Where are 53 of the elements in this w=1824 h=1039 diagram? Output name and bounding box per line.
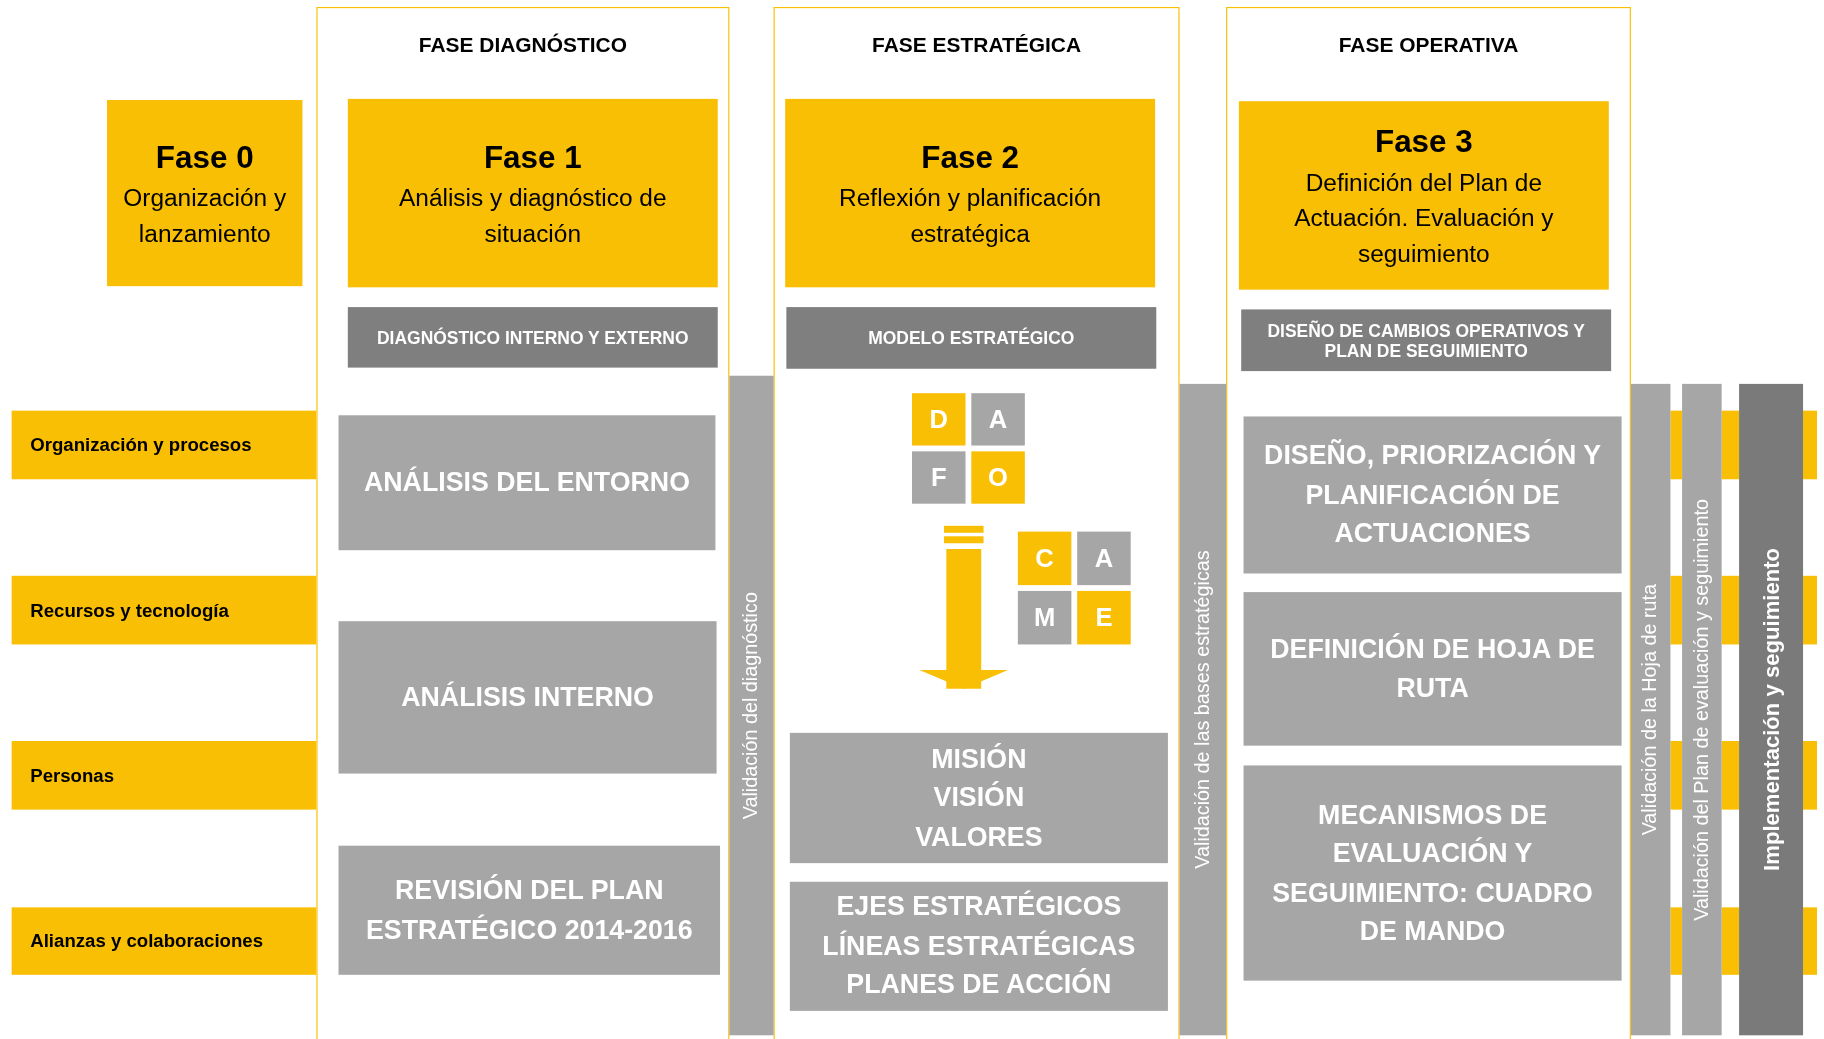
column-heading: FASE DIAGNÓSTICO <box>418 33 627 59</box>
activity-box: ANÁLISIS DEL ENTORNO <box>338 415 716 551</box>
box-text-line: PLANES DE ACCIÓN <box>846 967 1112 1002</box>
activity-box: DEFINICIÓN DE HOJA DE RUTA <box>1243 592 1622 746</box>
validation-bar: Validación de las bases estratégicas <box>1179 383 1227 1036</box>
phase-description: Reflexión y planificación estratégica <box>838 182 1103 249</box>
area-band: Alianzas y colaboraciones <box>11 907 317 975</box>
phase-title: Fase 2 <box>921 138 1020 177</box>
box-text-line: LÍNEAS ESTRATÉGICAS <box>822 929 1136 963</box>
phase-description: Análisis y diagnóstico de situación <box>398 182 668 249</box>
section-header-bar: MODELO ESTRATÉGICO <box>786 307 1157 369</box>
activity-box <box>789 881 1168 1011</box>
activity-box: REVISIÓN DEL PLAN ESTRATÉGICO 2014-2016 <box>338 845 721 975</box>
phase-description: Organización y lanzamiento <box>122 182 288 249</box>
letter-tile: A <box>971 393 1025 446</box>
letter-tile: F <box>912 451 966 504</box>
letter-tile: O <box>971 451 1025 504</box>
letter-tile: E <box>1077 590 1131 645</box>
section-header-bar: DIAGNÓSTICO INTERNO Y EXTERNO <box>347 307 718 368</box>
phase-title: Fase 0 <box>155 138 254 177</box>
validation-bar: Validación del Plan de evaluación y seguimiento <box>1682 383 1722 1036</box>
column-heading: FASE OPERATIVA <box>1338 33 1519 59</box>
arrow <box>919 549 1008 689</box>
phase-title: Fase 3 <box>1374 123 1473 162</box>
phase-box <box>107 100 303 287</box>
phase-box <box>347 98 718 288</box>
area-band: Personas <box>11 741 317 810</box>
phase-box <box>785 98 1156 288</box>
validation-bar: Validación de la Hoja de ruta <box>1630 383 1671 1036</box>
area-band: Recursos y tecnología <box>11 575 317 645</box>
implementation-bar: Implementación y seguimiento <box>1739 383 1804 1036</box>
box-text-line: MISIÓN <box>931 742 1027 776</box>
activity-box: MECANISMOS DE EVALUACIÓN Y SEGUIMIENTO: CUADRO DE MANDO <box>1243 765 1622 981</box>
section-header-bar: DISEÑO DE CAMBIOS OPERATIVOS Y PLAN DE SEGUIMIENTO <box>1241 309 1612 372</box>
validation-bar: Validación del diagnóstico <box>729 375 774 1036</box>
phase-column <box>773 7 1180 1039</box>
phase-column <box>316 7 730 1039</box>
letter-tile: A <box>1077 531 1131 586</box>
column-heading: FASE ESTRATÉGICA <box>872 33 1082 59</box>
box-text-line: VALORES <box>915 819 1043 854</box>
phase-box <box>1238 101 1609 290</box>
activity-box: ANÁLISIS INTERNO <box>338 621 717 774</box>
activity-box <box>789 732 1168 864</box>
letter-tile: C <box>1017 531 1072 586</box>
activity-box: DISEÑO, PRIORIZACIÓN Y PLANIFICACIÓN DE ACTUACIONES <box>1243 416 1622 574</box>
letter-tile: D <box>912 393 966 446</box>
box-text-line: EJES ESTRATÉGICOS <box>836 889 1122 924</box>
phase-column <box>1226 7 1631 1039</box>
box-text-line: VISIÓN <box>933 780 1025 815</box>
letter-tile: M <box>1017 590 1072 645</box>
area-band: Organización y procesos <box>11 410 317 480</box>
phase-title: Fase 1 <box>483 138 582 177</box>
phase-description: Definición del Plan de Actuación. Evaluación y seguimiento <box>1293 167 1555 269</box>
